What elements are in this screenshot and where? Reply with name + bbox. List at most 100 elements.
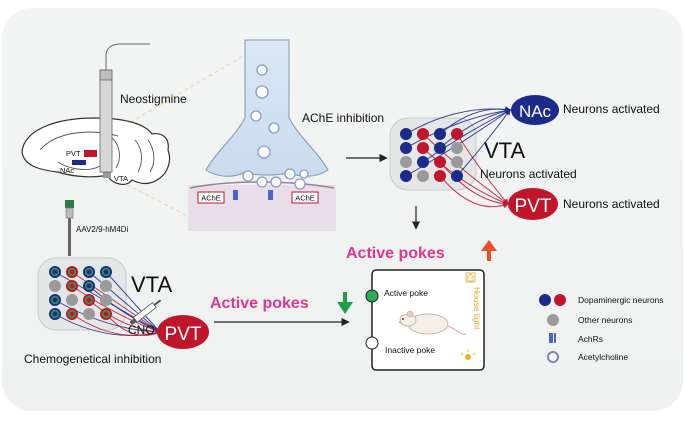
hm4di-ring: [67, 309, 77, 319]
nac-brain-label: NAc: [60, 166, 74, 175]
axon-projection: [88, 299, 161, 333]
active-pokes-up-label: Active pokes: [346, 245, 445, 262]
dopaminergic-neuron: [451, 128, 463, 140]
dopaminergic-neuron: [83, 294, 95, 306]
ache-right-label: AChE: [295, 194, 315, 203]
inactive-poke-hole: [365, 336, 379, 350]
neostigmine-label: Neostigmine: [120, 92, 187, 106]
active-pokes-down-label: Active pokes: [210, 295, 309, 312]
pvt-target-top: [508, 188, 558, 220]
hm4di-ring: [84, 295, 94, 305]
achr-left: [233, 190, 238, 200]
inactive-poke-label: Inactive poke: [385, 345, 435, 355]
nac-target: [511, 95, 559, 125]
hm4di-ring: [50, 295, 60, 305]
legend-acetylcholine-label: Acetylcholine: [578, 352, 628, 362]
vta-region-mark: [103, 170, 111, 178]
dopaminergic-neuron: [417, 128, 429, 140]
dopaminergic-neuron: [400, 170, 412, 182]
hm4di-ring: [67, 281, 77, 291]
house-light-icon: [465, 272, 476, 283]
dopaminergic-neuron: [49, 308, 61, 320]
dopaminergic-neuron: [66, 266, 78, 278]
ache-left-label: AChE: [201, 194, 221, 203]
nac-target-label: NAc: [519, 102, 552, 121]
acetylcholine-vesicle: [270, 176, 282, 188]
nac-region-mark: [72, 160, 86, 165]
achr-right: [268, 190, 273, 200]
hm4di-ring: [67, 267, 77, 277]
cannula: [99, 69, 113, 173]
vta-top-group: VTA Neurons activated NAc Neurons activa…: [389, 95, 660, 220]
nac-neurons-activated: Neurons activated: [563, 102, 660, 116]
hm4di-ring: [84, 281, 94, 291]
acetylcholine-vesicle: [250, 110, 262, 122]
other-neuron: [100, 280, 112, 292]
dopaminergic-neuron: [417, 156, 429, 168]
pvt-target-bottom: [157, 315, 209, 349]
operant-chamber: Active poke Inactive poke House light: [365, 269, 485, 371]
hm4di-ring: [84, 267, 94, 277]
dopaminergic-neuron: [100, 308, 112, 320]
vesicles: [242, 64, 309, 190]
chemogenetic-label: Chemogenetical inhibition: [24, 352, 161, 366]
decrease-arrow: [337, 292, 353, 314]
light-bulb-icon: [460, 349, 476, 360]
dopaminergic-neuron: [434, 170, 446, 182]
dopaminergic-neuron: [417, 142, 429, 154]
dopaminergic-neuron: [434, 142, 446, 154]
vta-bottom-neurons: [49, 266, 112, 320]
axon-projection: [71, 313, 161, 336]
increase-arrow: [481, 240, 497, 261]
axon-projection: [439, 108, 512, 149]
dopaminergic-neuron: [49, 266, 61, 278]
other-neuron: [100, 294, 112, 306]
hm4di-ring: [50, 309, 60, 319]
ache-inhibition-label: AChE inhibition: [302, 111, 384, 125]
axon-projection: [405, 107, 512, 149]
axon-projection: [422, 133, 509, 205]
acetylcholine-vesicle: [294, 178, 306, 190]
other-neuron: [400, 156, 412, 168]
hm4di-ring: [101, 309, 111, 319]
vta-top-neurons: [400, 128, 463, 182]
hm4di-ring: [50, 267, 60, 277]
legend-other-dot: [547, 314, 559, 326]
legend: Dopaminergic neurons Other neurons AchRs…: [539, 294, 664, 363]
pvt-brain-label: PVT: [66, 149, 81, 158]
vta-top-projections: [405, 106, 512, 209]
dopaminergic-neuron: [434, 156, 446, 168]
dopaminergic-neuron: [100, 266, 112, 278]
pvt-target-bottom-label: PVT: [165, 324, 202, 345]
acetylcholine-vesicle: [256, 64, 268, 76]
legend-other-label: Other neurons: [578, 315, 632, 325]
vta-bottom-label: VTA: [131, 272, 172, 297]
acetylcholine-vesicle: [284, 168, 296, 180]
other-neuron: [417, 170, 429, 182]
dopaminergic-neuron: [83, 266, 95, 278]
dopaminergic-neuron: [66, 280, 78, 292]
ache-box-left: [197, 191, 225, 204]
vta-bottom-projections: [54, 271, 161, 336]
dopaminergic-neuron: [83, 280, 95, 292]
vta-top-label: VTA: [484, 138, 525, 163]
axon-projection: [54, 299, 161, 333]
axon-projection: [105, 313, 161, 336]
axon-projection: [71, 285, 161, 333]
legend-dopaminergic-label: Dopaminergic neurons: [578, 295, 664, 305]
other-neuron: [83, 308, 95, 320]
dopaminergic-neuron: [66, 308, 78, 320]
pvt-neurons-activated: Neurons activated: [563, 197, 660, 211]
brain-section: Neostigmine PVT NAc VTA: [21, 43, 246, 231]
pvt-target-top-label: PVT: [515, 196, 552, 217]
vta-neurons-activated: Neurons activated: [480, 167, 577, 181]
axon-projection: [439, 175, 510, 209]
legend-acetylcholine-icon: [547, 351, 559, 363]
aav-label: AAV2/9-hM4Di: [76, 225, 129, 234]
axon-projection: [422, 109, 512, 163]
acetylcholine-vesicle: [299, 169, 309, 179]
synapse-illustration: AChE AChE AChE inhibition: [188, 39, 384, 231]
axon-projection: [439, 161, 510, 207]
